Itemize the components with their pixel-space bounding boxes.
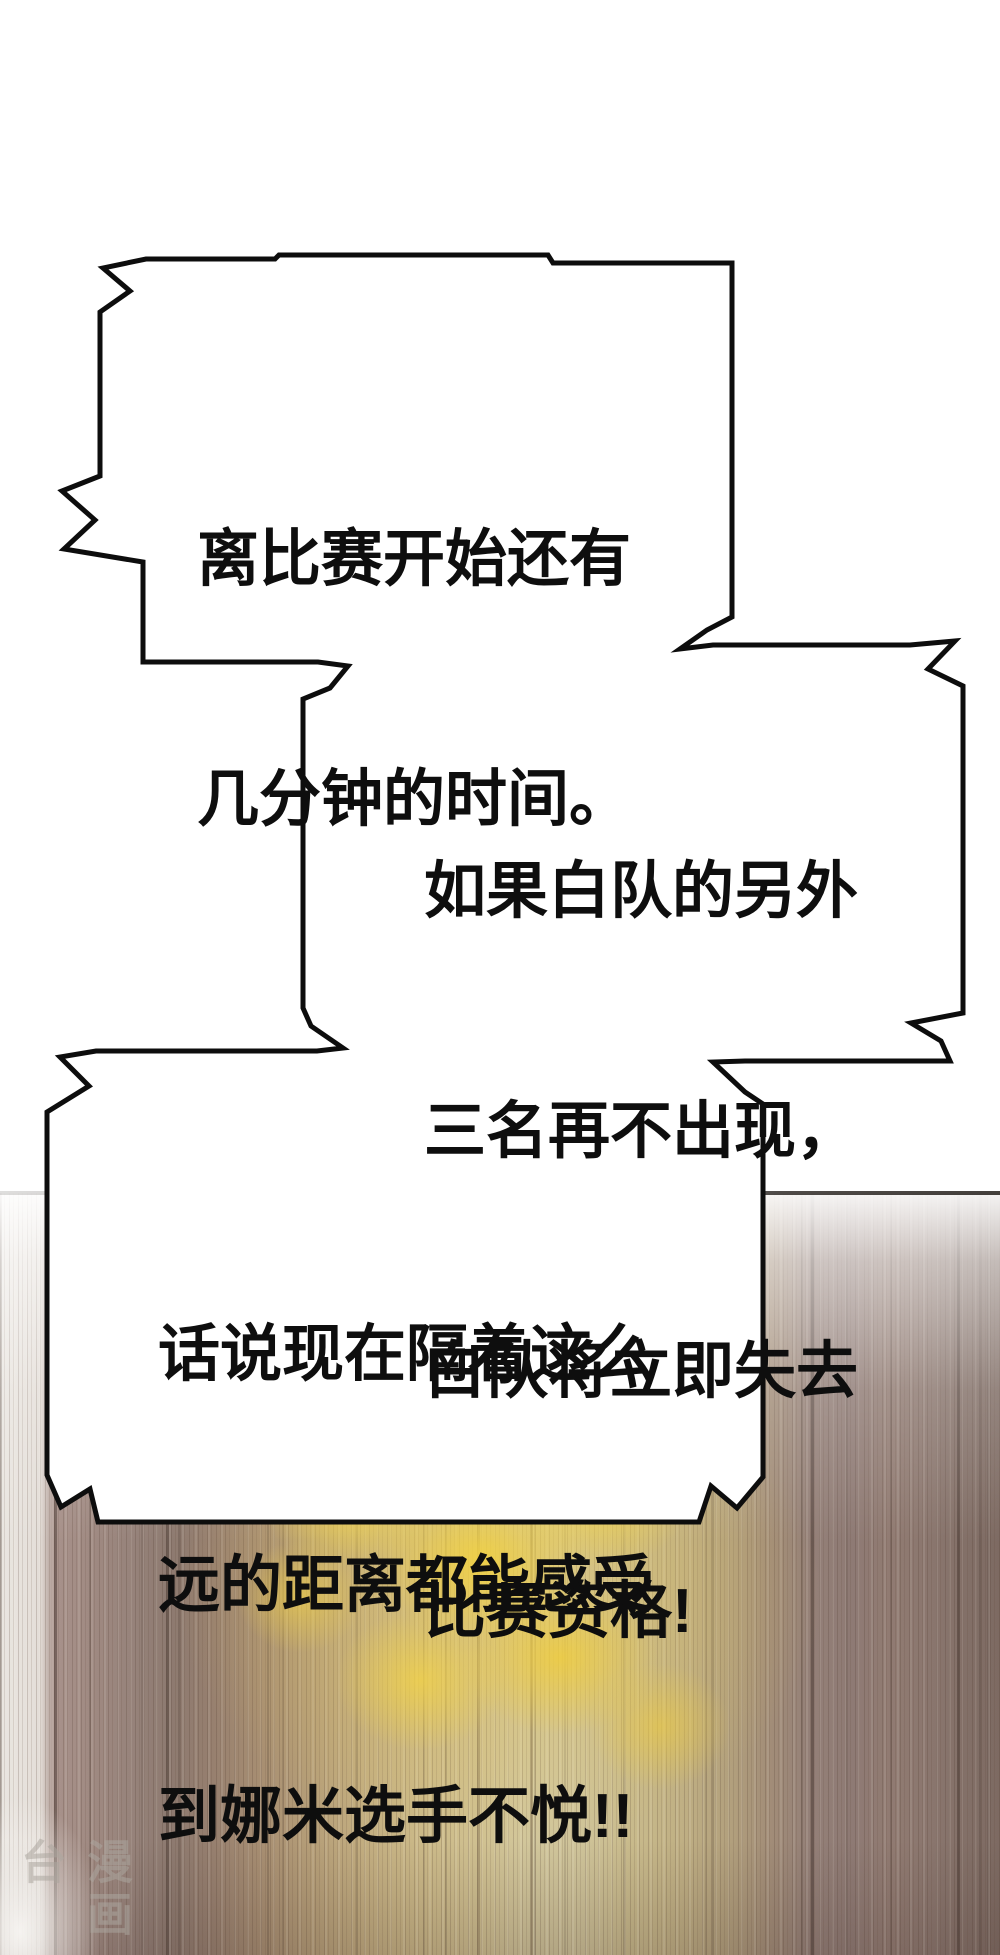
bubble-2-line-1: 如果白队的另外: [424, 857, 859, 926]
bubble-3-line-1: 话说现在隔着这么: [158, 1320, 655, 1389]
bubble-1-line-1: 离比赛开始还有: [197, 525, 632, 594]
watermark: 漫画台: [15, 1838, 133, 1942]
bubble-2-line-2: 三名再不出现，: [424, 1097, 859, 1166]
speech-bubble-3-text: 话说现在隔着这么 远的距离都能感受 到娜米选手不悦!!: [158, 1162, 654, 1955]
bubble-1-line-2: 几分钟的时间。: [197, 765, 632, 834]
bubble-3-line-2: 远的距离都能感受: [158, 1551, 655, 1620]
bubble-3-line-3: 到娜米选手不悦!!: [158, 1782, 634, 1851]
bubble-2-line-3: 白队将立即失去: [424, 1337, 859, 1406]
speech-bubble-2-text: 如果白队的另外 三名再不出现， 白队将立即失去 比赛资格!: [424, 692, 858, 1812]
speech-bubble-1-text: 离比赛开始还有 几分钟的时间。: [197, 360, 631, 1000]
bubble-2-line-4: 比赛资格!: [424, 1577, 693, 1646]
speech-bubble-chain-outline: [44, 252, 966, 1525]
